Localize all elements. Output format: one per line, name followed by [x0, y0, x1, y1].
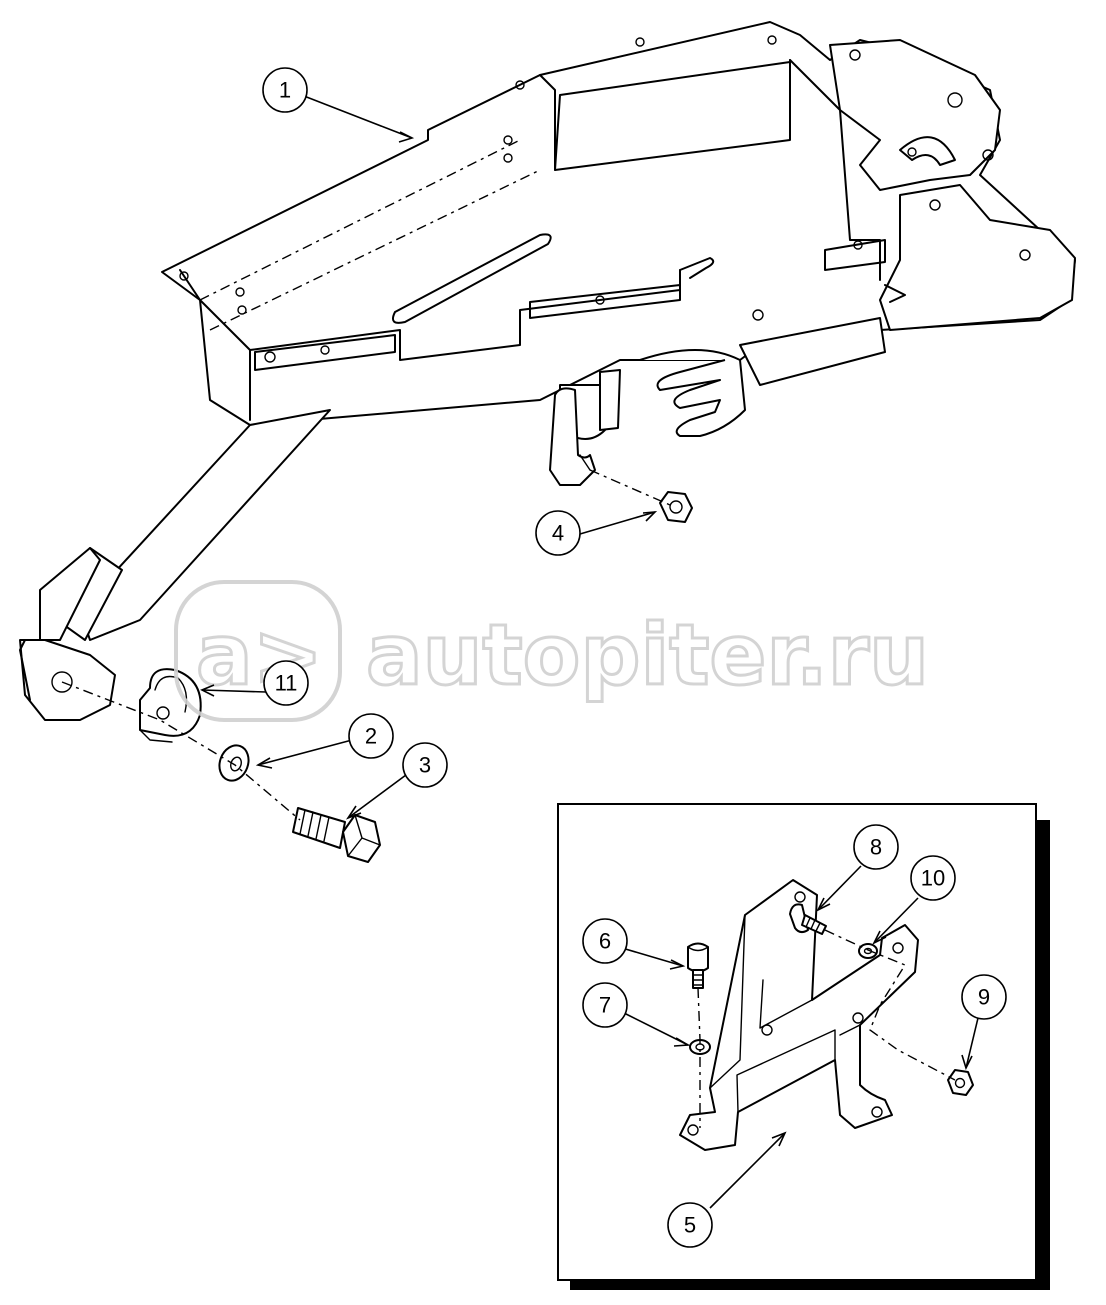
callout-11: 11: [263, 660, 309, 706]
callout-9: 9: [961, 974, 1007, 1020]
nut-part-9: [947, 1069, 974, 1096]
callout-10: 10: [910, 855, 956, 901]
pedal-arm: [19, 409, 331, 721]
nut-part-4: [659, 491, 693, 523]
callout-3: 3: [402, 742, 448, 788]
callout-2-label: 2: [365, 724, 377, 749]
washer-part-2: [218, 744, 250, 782]
bolt-part-3: [292, 807, 381, 863]
clip-part-11: [139, 668, 202, 743]
callout-2: 2: [348, 713, 394, 759]
callout-1-label: 1: [279, 78, 291, 103]
screw-part-8: [789, 903, 827, 935]
callout-1: 1: [262, 67, 308, 113]
callout-5: 5: [667, 1202, 713, 1248]
screw-part-6: [687, 942, 709, 989]
callout-11-label: 11: [275, 671, 298, 696]
watermark: a> autopiter.ru: [174, 580, 930, 722]
bracket-part-5: [679, 879, 919, 1151]
callout-7-label: 7: [599, 993, 611, 1018]
detail-inset: [557, 803, 1050, 1290]
watermark-logo-frame: [174, 580, 342, 722]
callout-4: 4: [535, 510, 581, 556]
lower-linkage: [549, 317, 886, 486]
callout-3-label: 3: [419, 753, 431, 778]
callout-6-label: 6: [599, 929, 611, 954]
callout-8-label: 8: [870, 835, 882, 860]
assembly-axes-inset: [697, 929, 956, 1128]
callout-7: 7: [582, 982, 628, 1028]
assembly-axes-main: [61, 469, 671, 821]
callout-5-label: 5: [684, 1213, 696, 1238]
watermark-text: autopiter.ru: [366, 606, 929, 704]
callout-leaders: [200, 95, 979, 1209]
callout-4-label: 4: [552, 521, 564, 546]
callout-10-label: 10: [921, 866, 945, 891]
callout-6: 6: [582, 918, 628, 964]
callout-8: 8: [853, 824, 899, 870]
washer-part-10: [858, 943, 878, 959]
callout-9-label: 9: [978, 985, 990, 1010]
